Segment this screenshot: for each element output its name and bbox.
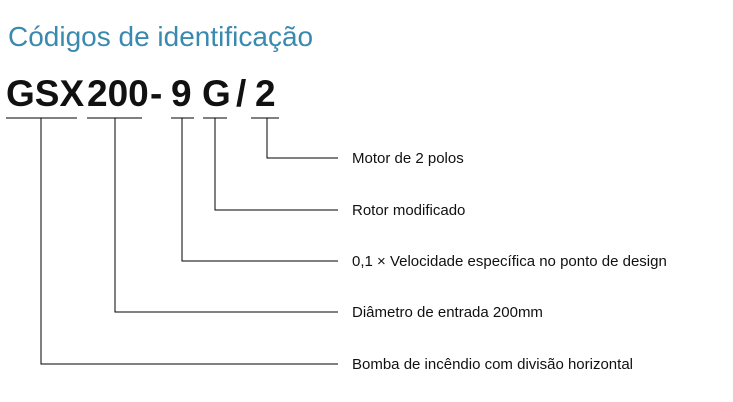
- code-segment-9: 9: [171, 73, 192, 114]
- connector-poles: [266, 118, 338, 159]
- connector-rotor: [214, 118, 338, 211]
- connector-speed: [181, 118, 338, 262]
- code-segment-200: 200: [87, 73, 149, 114]
- code-segment-2: 2: [255, 73, 276, 114]
- code-segment-slash: /: [236, 73, 246, 114]
- description-rotor: Rotor modificado: [352, 202, 465, 219]
- connector-diameter: [114, 118, 338, 313]
- connector-pump: [40, 118, 338, 365]
- code-segment-g: G: [202, 73, 231, 114]
- diagram-title: Códigos de identificação: [8, 21, 314, 52]
- description-diameter: Diâmetro de entrada 200mm: [352, 304, 543, 321]
- code-segment-dash: -: [150, 73, 162, 114]
- code-segment-gsx: GSX: [6, 73, 84, 114]
- description-poles: Motor de 2 polos: [352, 150, 464, 167]
- description-speed: 0,1 × Velocidade específica no ponto de …: [352, 253, 667, 270]
- description-pump: Bomba de incêndio com divisão horizontal: [352, 356, 633, 373]
